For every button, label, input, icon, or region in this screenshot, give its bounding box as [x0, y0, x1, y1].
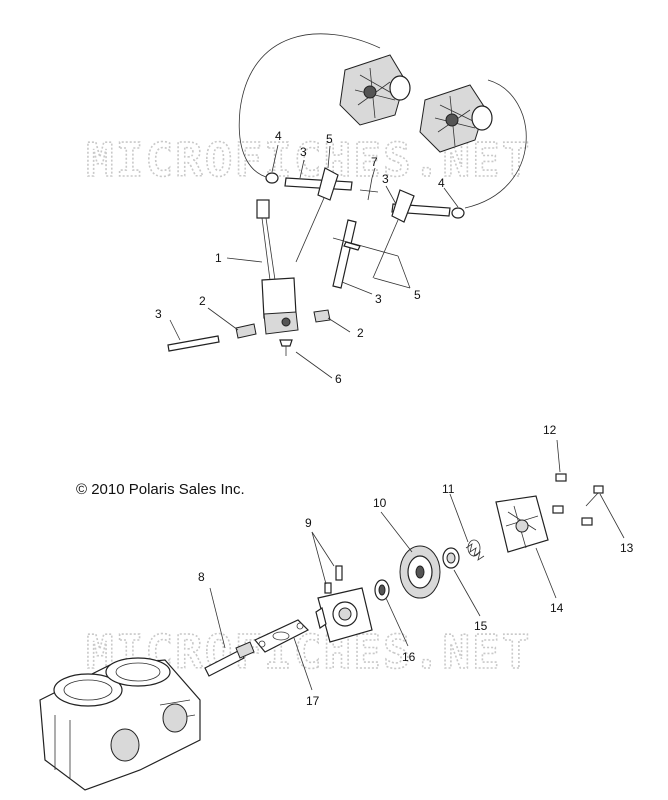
tee-connector — [359, 177, 379, 201]
gasket-rod-right — [332, 189, 415, 279]
cap-right — [451, 207, 465, 219]
callout-3-middle: 3 — [375, 292, 382, 306]
bolt-small-upper — [555, 473, 567, 482]
exhaust-valve-cover-upper-left — [339, 54, 411, 126]
callout-2-left: 2 — [199, 294, 206, 308]
callout-11: 11 — [442, 482, 455, 496]
callout-3-upper-left: 3 — [300, 145, 307, 159]
callout-13: 13 — [620, 541, 634, 555]
seal — [442, 547, 460, 569]
callout-7: 7 — [371, 155, 378, 169]
callout-6: 6 — [335, 372, 342, 386]
cap-left — [265, 172, 279, 184]
tube-middle — [332, 219, 357, 289]
cylinder-block — [39, 657, 201, 791]
callout-16: 16 — [402, 650, 416, 664]
tube-lower — [167, 335, 220, 352]
fitting-left — [235, 323, 257, 339]
callout-4-right: 4 — [438, 176, 445, 190]
spring — [465, 539, 485, 561]
callout-14: 14 — [550, 601, 564, 615]
callout-3-lower-left: 3 — [155, 307, 162, 321]
bearing — [374, 579, 390, 601]
screw — [279, 339, 293, 356]
bolt-long — [585, 485, 604, 507]
callout-2-right: 2 — [357, 326, 364, 340]
callout-3-upper-right: 3 — [382, 172, 389, 186]
pump-housing — [315, 565, 373, 643]
fitting-right — [313, 309, 331, 323]
callout-5-lower: 5 — [414, 288, 421, 302]
callout-8: 8 — [198, 570, 205, 584]
gasket — [254, 619, 310, 653]
copyright-text: © 2010 Polaris Sales Inc. — [76, 481, 245, 498]
callout-10: 10 — [373, 496, 387, 510]
exhaust-valve-cover-upper-right — [419, 84, 493, 153]
solenoid — [256, 199, 299, 335]
gasket-rod-left — [295, 167, 339, 263]
bolt-small-lower — [552, 505, 564, 514]
callout-15: 15 — [474, 619, 488, 633]
callout-9: 9 — [305, 516, 312, 530]
connection-line-left — [238, 33, 381, 179]
callout-4-left: 4 — [275, 129, 282, 143]
callout-12: 12 — [543, 423, 557, 437]
pump-cover — [495, 495, 549, 553]
impeller — [399, 545, 441, 599]
bolt-small-side — [581, 517, 593, 526]
connection-line-right — [464, 79, 527, 209]
callout-17: 17 — [306, 694, 320, 708]
callout-5-upper: 5 — [326, 132, 333, 146]
shaft — [204, 641, 255, 677]
callout-1: 1 — [215, 251, 222, 265]
